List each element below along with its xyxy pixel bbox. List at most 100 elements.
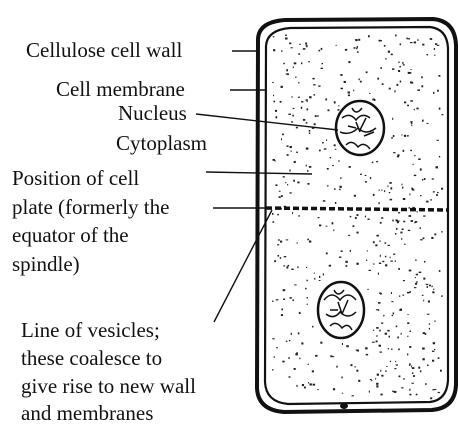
cytoplasm-granule — [276, 347, 278, 348]
cytoplasm-granule — [283, 63, 285, 64]
cytoplasm-granule — [434, 233, 436, 235]
cytoplasm-granule — [280, 101, 282, 103]
cytoplasm-granule — [381, 217, 383, 218]
cytoplasm-granule — [276, 116, 278, 118]
cytoplasm-granule — [342, 393, 343, 394]
cytoplasm-granule — [427, 365, 429, 366]
cytoplasm-granule — [355, 39, 358, 41]
cytoplasm-granule — [399, 296, 400, 297]
cytoplasm-granule — [422, 179, 423, 181]
cytoplasm-granule — [409, 215, 412, 217]
cytoplasm-granule — [432, 360, 434, 362]
cytoplasm-granule — [398, 62, 400, 63]
cytoplasm-granule — [281, 309, 283, 311]
cytoplasm-granule — [291, 121, 293, 122]
cytoplasm-granule — [289, 376, 291, 377]
cytoplasm-granule — [278, 255, 280, 257]
cytoplasm-granule — [307, 101, 308, 102]
cytoplasm-granule — [398, 349, 400, 351]
cytoplasm-granule — [433, 342, 435, 344]
cytoplasm-granule — [432, 291, 434, 293]
cytoplasm-granule — [412, 367, 415, 369]
cytoplasm-granule — [433, 289, 434, 290]
cytoplasm-granule — [400, 44, 402, 46]
cytoplasm-granule — [332, 165, 334, 166]
cytoplasm-granule — [387, 186, 388, 187]
cytoplasm-granule — [319, 150, 321, 152]
cytoplasm-granule — [366, 71, 368, 73]
cytoplasm-granule — [294, 284, 296, 285]
cytoplasm-granule — [370, 379, 372, 380]
cytoplasm-granule — [395, 35, 397, 37]
cytoplasm-granule — [291, 269, 293, 270]
cytoplasm-granule — [424, 178, 426, 180]
cytoplasm-granule — [399, 376, 401, 378]
cytoplasm-granule — [402, 187, 403, 189]
cytoplasm-granule — [417, 89, 420, 91]
upper-nucleus — [336, 101, 384, 155]
cytoplasm-granule — [376, 327, 379, 329]
cytoplasm-granule — [326, 226, 328, 227]
cytoplasm-granule — [287, 154, 289, 156]
cytoplasm-granule — [427, 123, 429, 124]
cytoplasm-granule — [409, 346, 411, 348]
cytoplasm-granule — [303, 119, 305, 121]
cytoplasm-granule — [404, 102, 406, 104]
cytoplasm-granule — [313, 84, 315, 85]
cytoplasm-granule — [318, 85, 320, 86]
cytoplasm-granule — [283, 289, 286, 291]
cytoplasm-granule — [273, 95, 274, 96]
cytoplasm-granule — [419, 272, 422, 273]
cytoplasm-granule — [415, 283, 417, 285]
cytoplasm-granule — [314, 278, 315, 280]
cytoplasm-granule — [388, 51, 390, 53]
cytoplasm-granule — [428, 301, 430, 303]
cytoplasm-granule — [388, 245, 391, 246]
cytoplasm-granule — [360, 174, 362, 175]
cytoplasm-granule — [373, 241, 375, 243]
cytoplasm-granule — [372, 162, 374, 164]
cytoplasm-granule — [437, 192, 439, 193]
cytoplasm-granule — [303, 48, 306, 50]
cytoplasm-granule — [416, 274, 418, 276]
cytoplasm-granule — [414, 42, 417, 44]
cytoplasm-granule — [403, 280, 405, 281]
cytoplasm-granule — [359, 79, 360, 81]
cytoplasm-granule — [322, 142, 324, 144]
cytoplasm-granule — [440, 370, 442, 372]
cytoplasm-granule — [308, 61, 310, 62]
cytoplasm-granule — [307, 170, 308, 172]
cytoplasm-granule — [427, 314, 430, 315]
cytoplasm-granule — [422, 44, 424, 46]
cytoplasm-granule — [392, 391, 394, 393]
cytoplasm-granule — [346, 265, 348, 267]
cytoplasm-granule — [354, 195, 356, 197]
cytoplasm-granule — [376, 335, 378, 336]
cytoplasm-granule — [281, 195, 283, 197]
cytoplasm-granule — [365, 181, 367, 183]
cytoplasm-granule — [401, 387, 403, 388]
cytoplasm-granule — [372, 342, 375, 343]
cytoplasm-granule — [369, 391, 370, 393]
cytoplasm-granule — [433, 191, 435, 192]
cytoplasm-granule — [365, 216, 366, 218]
cytoplasm-granule — [278, 239, 280, 240]
cytoplasm-granule — [296, 352, 298, 354]
cytoplasm-granule — [281, 138, 282, 140]
cytoplasm-granule — [436, 194, 438, 196]
label-cell-plate-1: Position of cell — [12, 166, 139, 191]
cytoplasm-granule — [410, 291, 411, 293]
cytoplasm-granule — [399, 66, 401, 68]
cytoplasm-granule — [336, 45, 337, 46]
cytoplasm-granule — [367, 250, 368, 251]
cytoplasm-granule — [369, 93, 370, 94]
cytoplasm-granule — [285, 256, 286, 257]
cytoplasm-granule — [392, 118, 393, 120]
cytoplasm-granule — [272, 369, 274, 370]
cytoplasm-granule — [379, 263, 381, 264]
cytoplasm-granule — [370, 177, 371, 179]
cytoplasm-granule — [381, 323, 383, 324]
label-cell-plate-3: equator of the — [12, 223, 129, 248]
cytoplasm-granule — [290, 192, 292, 193]
cytoplasm-granule — [430, 38, 433, 40]
